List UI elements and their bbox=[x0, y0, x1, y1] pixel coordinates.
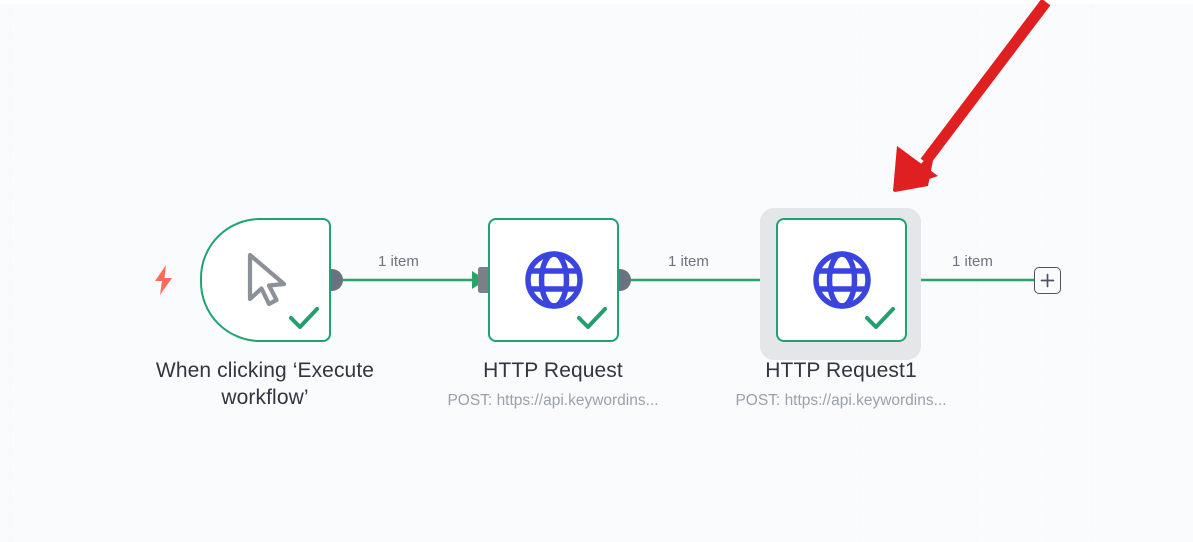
connection-label-2: 1 item bbox=[668, 253, 709, 270]
node-http-request[interactable] bbox=[488, 218, 619, 342]
connection-label-1: 1 item bbox=[378, 253, 419, 270]
cursor-pointer-icon bbox=[202, 220, 329, 340]
node-trigger[interactable] bbox=[200, 218, 331, 342]
canvas-top-edge bbox=[0, 0, 1193, 4]
node-status-check-icon bbox=[863, 304, 897, 336]
globe-icon bbox=[778, 220, 905, 340]
connection-label-3: 1 item bbox=[952, 253, 993, 270]
node-status-check-icon bbox=[287, 304, 321, 336]
input-port-http-request[interactable] bbox=[472, 267, 490, 293]
node-http-request-1[interactable] bbox=[776, 218, 907, 342]
node-subtitle-http-request-1: POST: https://api.keywordins... bbox=[735, 392, 947, 409]
node-status-check-icon bbox=[575, 304, 609, 336]
node-title-trigger: When clicking ‘Execute workflow’ bbox=[155, 359, 375, 409]
node-title-http-request-1: HTTP Request1 bbox=[765, 359, 917, 382]
globe-icon bbox=[490, 220, 617, 340]
node-subtitle-http-request: POST: https://api.keywordins... bbox=[447, 392, 659, 409]
plus-icon bbox=[1040, 273, 1055, 288]
node-title-http-request: HTTP Request bbox=[483, 359, 623, 382]
add-node-button[interactable] bbox=[1034, 267, 1061, 294]
lightning-bolt-icon bbox=[152, 264, 176, 296]
annotation-arrow-icon bbox=[893, 0, 1051, 192]
